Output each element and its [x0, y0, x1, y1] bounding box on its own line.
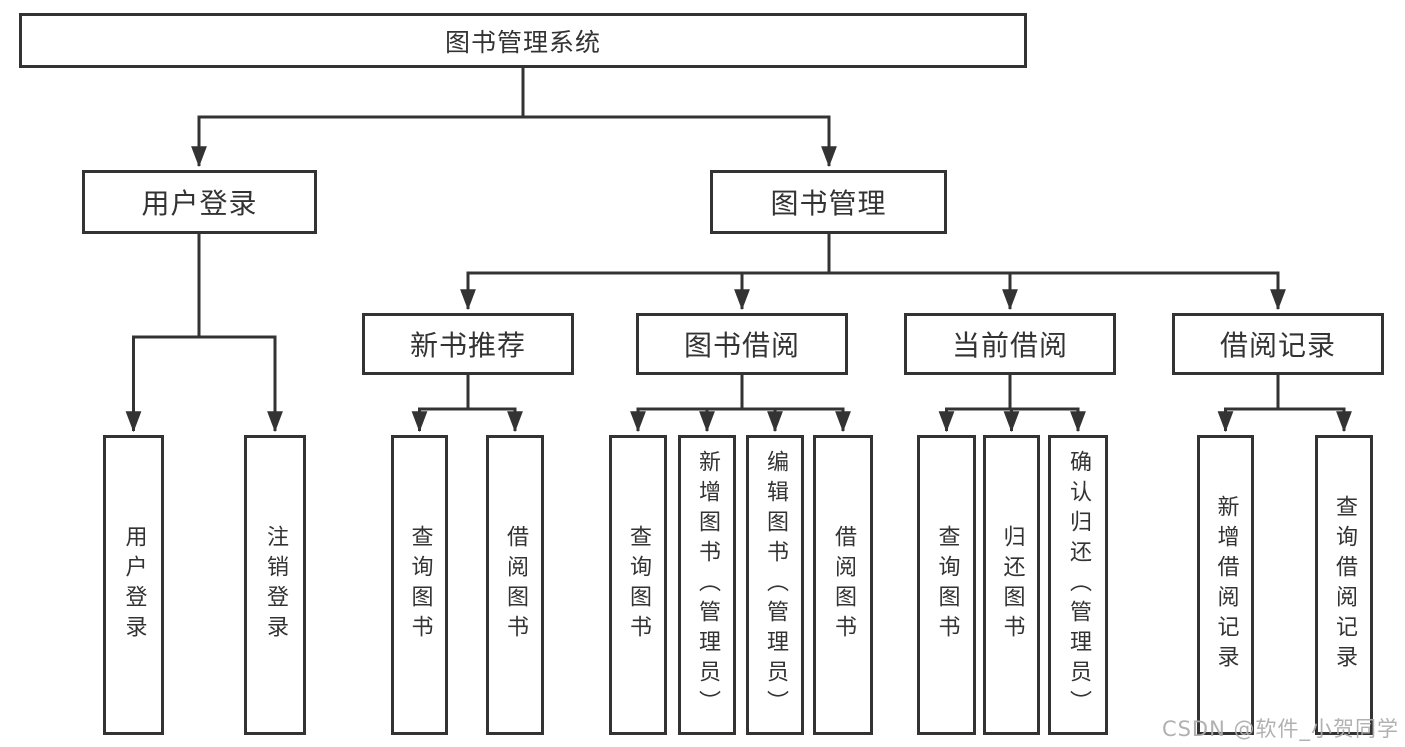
node-leaf-logout: 注销登录 [244, 435, 306, 735]
node-user-login-group: 用户登录 [82, 170, 317, 234]
connector-current-borrow-rail [946, 373, 1078, 411]
node-new-book-recommendation: 新书推荐 [362, 313, 574, 375]
node-library-management-system: 图书管理系统 [19, 13, 1027, 68]
node-leaf-add-book-admin: 新增图书（管理员） [678, 435, 736, 735]
node-leaf-borrow-books-2: 借阅图书 [813, 435, 873, 735]
node-leaf-query-books-1: 查询图书 [391, 435, 448, 735]
leaf-label: 新增图书（管理员） [695, 450, 720, 720]
leaf-label: 用户登录 [121, 525, 147, 645]
connector-borrow-record-rail [1225, 373, 1344, 411]
node-leaf-confirm-return-admin: 确认归还（管理员） [1048, 435, 1108, 735]
connector-user-login-rail [133, 232, 275, 339]
node-leaf-query-books-2: 查询图书 [609, 435, 667, 735]
node-leaf-query-books-3: 查询图书 [917, 435, 976, 735]
leaf-label: 查询借阅记录 [1332, 495, 1357, 675]
node-leaf-add-borrow-record: 新增借阅记录 [1197, 435, 1254, 735]
leaf-label: 注销登录 [263, 525, 288, 645]
leaf-label: 编辑图书（管理员） [763, 450, 788, 720]
node-borrowing-records: 借阅记录 [1172, 313, 1384, 375]
leaf-label: 查询图书 [934, 525, 960, 645]
connector-book-management-rail [468, 232, 1278, 275]
node-book-management: 图书管理 [710, 170, 947, 234]
connector-new-book-rail [419, 373, 515, 411]
csdn-watermark: CSDN @软件_小贺同学 [1161, 717, 1399, 741]
node-current-borrowing: 当前借阅 [904, 313, 1116, 375]
leaf-label: 归还图书 [999, 525, 1025, 645]
node-leaf-edit-book-admin: 编辑图书（管理员） [746, 435, 804, 735]
node-book-borrowing: 图书借阅 [636, 313, 848, 375]
node-leaf-borrow-books-1: 借阅图书 [486, 435, 544, 735]
leaf-label: 查询图书 [407, 525, 433, 645]
connector-root-rail [199, 65, 829, 119]
connector-book-borrow-rail [638, 373, 843, 411]
node-leaf-user-login: 用户登录 [103, 435, 164, 735]
leaf-label: 查询图书 [626, 525, 651, 645]
leaf-label: 借阅图书 [503, 525, 528, 645]
leaf-label: 确认归还（管理员） [1066, 450, 1091, 720]
leaf-label: 借阅图书 [831, 525, 856, 645]
node-leaf-query-borrow-record: 查询借阅记录 [1315, 435, 1373, 735]
leaf-label: 新增借阅记录 [1213, 495, 1239, 675]
node-leaf-return-books: 归还图书 [983, 435, 1040, 735]
